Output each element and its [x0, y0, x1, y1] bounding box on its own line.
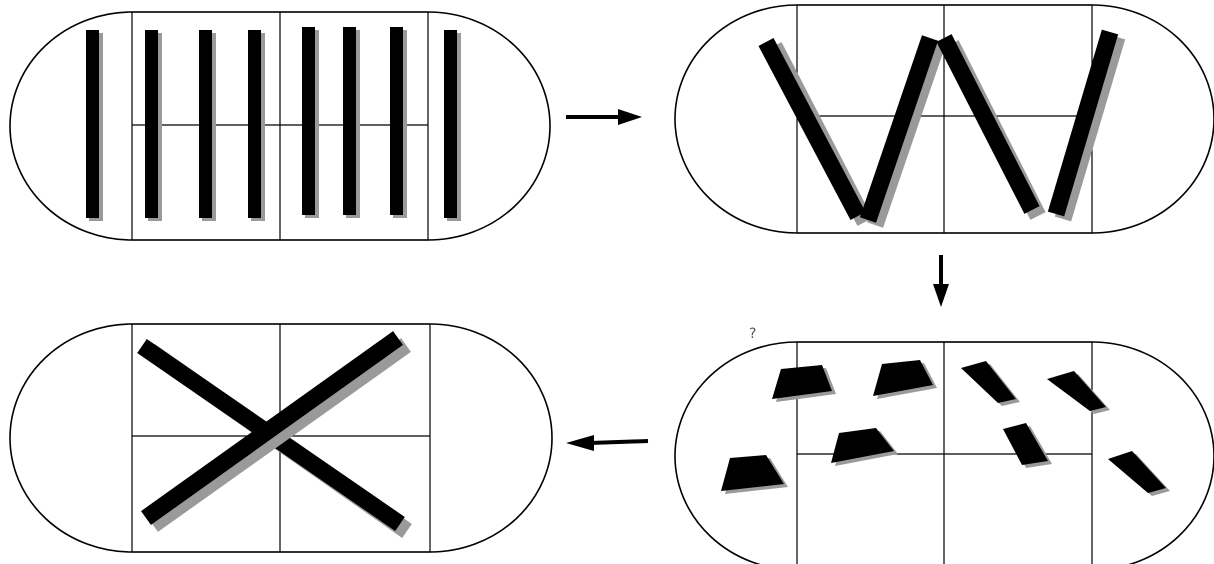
- panel-step-4: [9, 323, 553, 553]
- vertical-bar: [145, 30, 162, 221]
- diagonal-bar: [936, 34, 1046, 220]
- vertical-bar: [390, 27, 407, 218]
- arrow-down: [933, 255, 949, 307]
- diagonal-bar: [859, 35, 946, 228]
- cross-bar: [141, 331, 411, 532]
- panel-1-bars: [86, 27, 461, 221]
- panel-1-grid: [131, 11, 429, 241]
- panel-step-1: [9, 11, 551, 241]
- panel-2-bars: [758, 29, 1126, 228]
- bar-fragment: [831, 428, 898, 466]
- panel-4-bars: [137, 331, 412, 538]
- bar-fragment: [772, 365, 836, 402]
- vertical-bar: [444, 30, 461, 221]
- bar-fragment: [873, 360, 937, 399]
- bar-fragment: [1003, 423, 1052, 468]
- vertical-bar: [86, 30, 103, 221]
- arrow-right: [566, 109, 642, 125]
- vertical-bar: [199, 30, 216, 221]
- diagonal-bar: [758, 38, 873, 226]
- diagonal-bar: [1047, 29, 1126, 222]
- panel-step-2: [674, 4, 1214, 234]
- stray-mark: ?: [749, 326, 756, 342]
- bar-fragment: [961, 361, 1020, 406]
- bar-fragment: [721, 455, 788, 494]
- panel-3-pieces: [721, 360, 1170, 496]
- vertical-bar: [302, 27, 319, 218]
- panel-step-3: ?: [674, 326, 1214, 564]
- arrow-left: [566, 435, 649, 451]
- bar-fragment: [1047, 371, 1110, 414]
- bar-fragment: [1108, 451, 1170, 496]
- vertical-bar: [248, 30, 265, 221]
- vertical-bar: [343, 27, 360, 218]
